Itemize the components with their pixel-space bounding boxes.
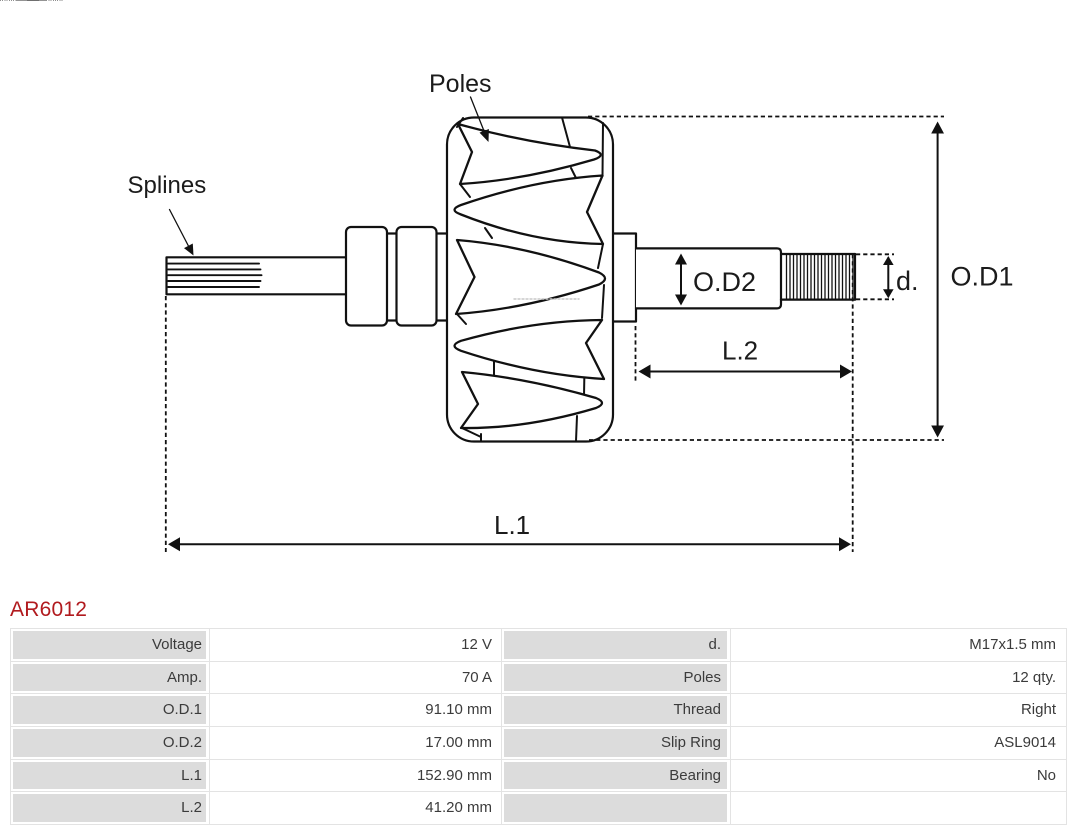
svg-text:O.D2: O.D2 (693, 267, 756, 297)
svg-text:O.D1: O.D1 (951, 262, 1014, 292)
svg-text:Splines: Splines (128, 172, 207, 199)
svg-text:d.: d. (896, 266, 919, 296)
svg-text:Poles: Poles (429, 70, 492, 98)
svg-text:L.1: L.1 (494, 510, 530, 540)
svg-text:L.2: L.2 (722, 336, 758, 366)
